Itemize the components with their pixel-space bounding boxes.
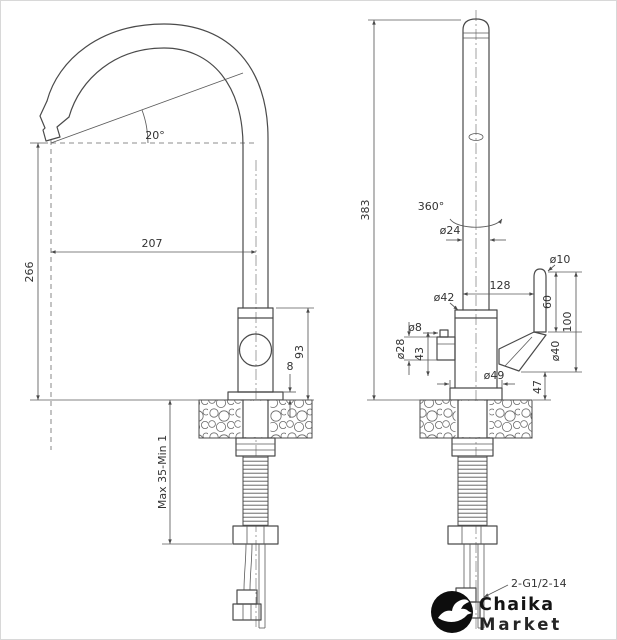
handle-cone: [498, 331, 547, 372]
left-countertop: [198, 399, 313, 439]
valve-outlet-label: ø8: [408, 321, 422, 334]
handle-length-label: 100: [561, 312, 574, 333]
dim-base-flange-diameter: ø49: [437, 369, 515, 388]
hose-nut: [232, 603, 262, 621]
dim-mount-thickness: Max 35-Min 1: [156, 400, 232, 545]
right-view-dimensions: 383 360° ø24 ø10 128: [359, 19, 582, 598]
right-countertop: [419, 399, 533, 439]
left-view: 20° 207 266 93 8: [23, 23, 314, 630]
valve-height-label: 43: [413, 347, 426, 361]
filter-valve-outlet: [439, 329, 449, 338]
dim-spout-height: 266: [23, 142, 199, 401]
threaded-shank: [242, 455, 269, 527]
dim-handle-length: 100: [521, 272, 582, 373]
seagull-beak: [466, 610, 472, 615]
swivel-label: 360°: [418, 200, 445, 213]
total-height-label: 383: [359, 200, 372, 221]
handle-lever: [498, 268, 547, 372]
dim-base-height: 47: [531, 372, 551, 401]
grip-diameter-label: ø10: [550, 253, 571, 266]
mount-thickness-label: Max 35-Min 1: [156, 435, 169, 509]
spout-height-label: 266: [23, 262, 36, 283]
logo-suffix-text: Market: [479, 615, 562, 634]
handle-cone-diameter-label: ø40: [549, 341, 562, 362]
logo-name-text: Chaika: [479, 595, 555, 615]
right-faucet-body: [436, 309, 503, 401]
dim-valve-body-diameter: ø28: [394, 322, 437, 375]
dim-grip-diameter: ø10: [547, 253, 571, 272]
mount-nut: [232, 525, 279, 545]
dim-swivel: 360°: [418, 200, 503, 228]
dim-handle-cone-diameter: ø40: [549, 341, 562, 362]
spout-nozzle: [39, 100, 70, 142]
spout-outer-curve: [46, 23, 269, 309]
dim-valve-outlet-diameter: ø8: [408, 321, 438, 335]
left-undercounter-assembly: [232, 437, 279, 629]
body-sphere-joint: [238, 333, 273, 367]
chaika-market-logo: Chaika Market: [431, 591, 562, 634]
seagull-icon: [438, 599, 469, 622]
spout-inner-curve: [68, 47, 244, 309]
dim-spout-reach: 207: [51, 237, 256, 254]
handle-reach-label: 128: [490, 279, 511, 292]
body-diameter-label: ø42: [434, 291, 455, 304]
base-height-label: 47: [531, 380, 544, 394]
spout-reach-label: 207: [142, 237, 163, 250]
right-riser-pipe: [462, 18, 490, 311]
handle-grip: [533, 268, 547, 333]
dim-body-height: 93: [276, 307, 314, 401]
right-view: 383 360° ø24 ø10 128: [359, 10, 582, 632]
right-undercounter-assembly: [447, 437, 498, 629]
dim-handle-reach: 128: [463, 279, 534, 296]
pipe-joint-mark: [468, 133, 484, 141]
dim-total-height: 383: [359, 19, 461, 401]
threaded-shank: [457, 455, 488, 527]
valve-body-diameter-label: ø28: [394, 339, 407, 360]
dim-escutcheon-height: 8: [283, 360, 296, 418]
escutcheon-height-label: 8: [287, 360, 294, 373]
left-faucet-body: [227, 307, 284, 401]
dim-spout-angle: 20°: [50, 72, 244, 144]
mount-nut: [447, 525, 498, 545]
base-flange-diameter-label: ø49: [484, 369, 505, 382]
body-height-label: 93: [293, 345, 306, 359]
grip-length-label: 60: [541, 295, 554, 309]
dim-valve-height: 43: [413, 332, 430, 376]
thread-spec-label: 2-G1/2-14: [511, 577, 567, 590]
dim-pipe-diameter: ø24: [440, 224, 506, 242]
spout-angle-label: 20°: [145, 129, 165, 142]
pipe-diameter-label: ø24: [440, 224, 461, 237]
dim-thread-spec: 2-G1/2-14: [483, 577, 567, 598]
left-view-dimensions: 20° 207 266 93 8: [23, 72, 314, 545]
dim-body-diameter: ø42: [434, 291, 459, 311]
hose-a: [243, 543, 247, 591]
